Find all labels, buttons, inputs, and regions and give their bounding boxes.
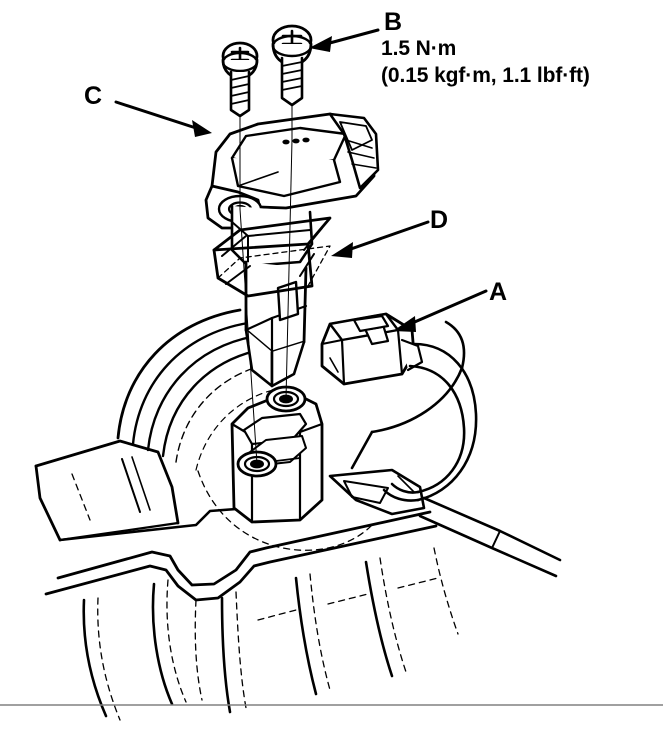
callout-label-d: D: [430, 206, 449, 234]
torque-value-alt: (0.15 kgf·m, 1.1 lbf·ft): [381, 63, 590, 87]
leader-arrows: [114, 28, 488, 332]
assembly-centerlines: [239, 104, 293, 465]
torque-specification: 1.5 N·m (0.15 kgf·m, 1.1 lbf·ft): [381, 36, 590, 90]
callout-label-b: B: [384, 8, 403, 36]
electrical-connector: [320, 312, 478, 502]
mounting-boss: [230, 385, 324, 524]
callout-label-a: A: [489, 278, 508, 306]
torque-value-nm: 1.5 N·m: [381, 37, 457, 60]
callout-label-c: C: [84, 82, 103, 110]
intake-manifold: [34, 308, 562, 721]
gasket: [212, 216, 332, 298]
flange-screw-right: [271, 24, 313, 107]
flange-screw-left: [221, 41, 259, 118]
